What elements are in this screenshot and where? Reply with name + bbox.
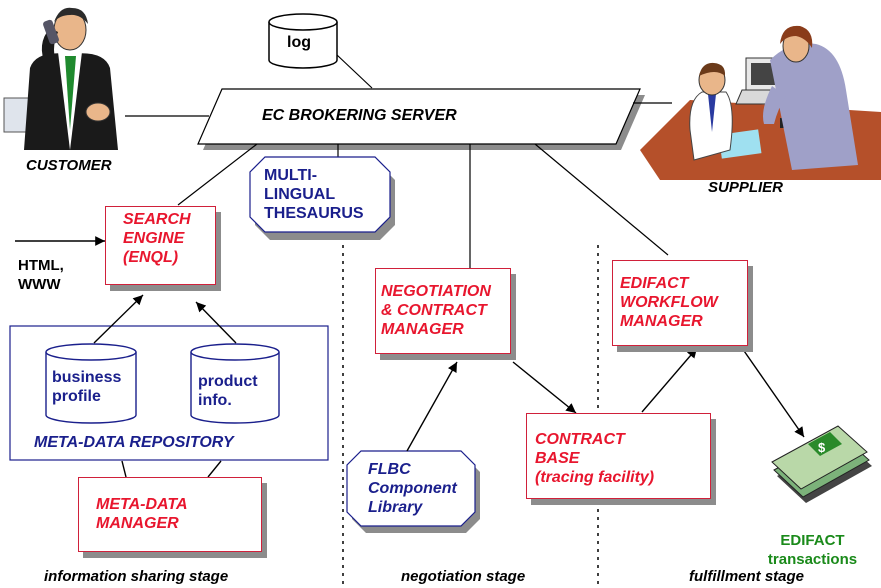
negotiation-manager-box bbox=[375, 268, 511, 354]
thesaurus-label: MULTI- LINGUAL THESAURUS bbox=[264, 167, 364, 222]
product-info-label: product info. bbox=[198, 373, 258, 409]
metadata-manager-box bbox=[78, 477, 262, 552]
search-engine-connector bbox=[177, 143, 258, 206]
metadata-manager-left-link bbox=[121, 460, 127, 478]
supplier-illustration bbox=[640, 25, 881, 180]
edifact-manager-label: EDIFACT WORKFLOW MANAGER bbox=[620, 275, 718, 330]
svg-text:$: $ bbox=[818, 440, 826, 455]
business-profile-label: business profile bbox=[52, 369, 122, 405]
metadata-manager-label: META-DATA MANAGER bbox=[96, 496, 188, 532]
customer-illustration bbox=[3, 7, 118, 150]
log-label: log bbox=[287, 34, 311, 51]
server-label: EC BROKERING SERVER bbox=[262, 107, 457, 124]
html-www-label: HTML, WWW bbox=[18, 257, 64, 293]
search-engine-box bbox=[105, 206, 216, 285]
contract-base-label: CONTRACT BASE (tracing facility) bbox=[535, 431, 655, 486]
negotiation-manager-label: NEGOTIATION & CONTRACT MANAGER bbox=[381, 283, 491, 338]
edifact-to-transactions-arrow bbox=[741, 347, 805, 438]
stage-label-negotiation: negotiation stage bbox=[401, 568, 526, 585]
flbc-to-negotiation-arrow bbox=[406, 361, 458, 452]
server-shape bbox=[197, 88, 641, 145]
customer-label: CUSTOMER bbox=[26, 157, 112, 174]
money-stack-icon: $ bbox=[771, 425, 872, 503]
log-connector bbox=[336, 54, 373, 89]
supplier-label: SUPPLIER bbox=[708, 179, 784, 196]
edifact-manager-box bbox=[612, 260, 748, 346]
business-profile-arrow bbox=[93, 294, 144, 344]
contract-base-box bbox=[526, 413, 711, 499]
repository-label: META-DATA REPOSITORY bbox=[34, 434, 234, 451]
stage-label-information: information sharing stage bbox=[44, 568, 229, 585]
business-profile-database-icon bbox=[45, 343, 137, 424]
product-info-database-icon bbox=[190, 343, 280, 424]
edifact-connector bbox=[534, 143, 669, 256]
edifact-transactions-label: EDIFACT transactions bbox=[767, 532, 858, 568]
log-database-icon bbox=[268, 13, 338, 69]
stage-label-fulfillment: fulfillment stage bbox=[689, 568, 805, 585]
negotiation-to-contract-arrow bbox=[512, 361, 577, 414]
flbc-shape bbox=[346, 450, 476, 527]
product-info-arrow bbox=[195, 301, 237, 344]
contract-to-edifact-arrow bbox=[641, 347, 698, 413]
search-engine-label: SEARCH ENGINE (ENQL) bbox=[123, 211, 191, 266]
metadata-manager-right-link bbox=[207, 460, 222, 478]
flbc-library-label: FLBC Component Library bbox=[368, 461, 457, 516]
thesaurus-shape bbox=[249, 156, 391, 233]
